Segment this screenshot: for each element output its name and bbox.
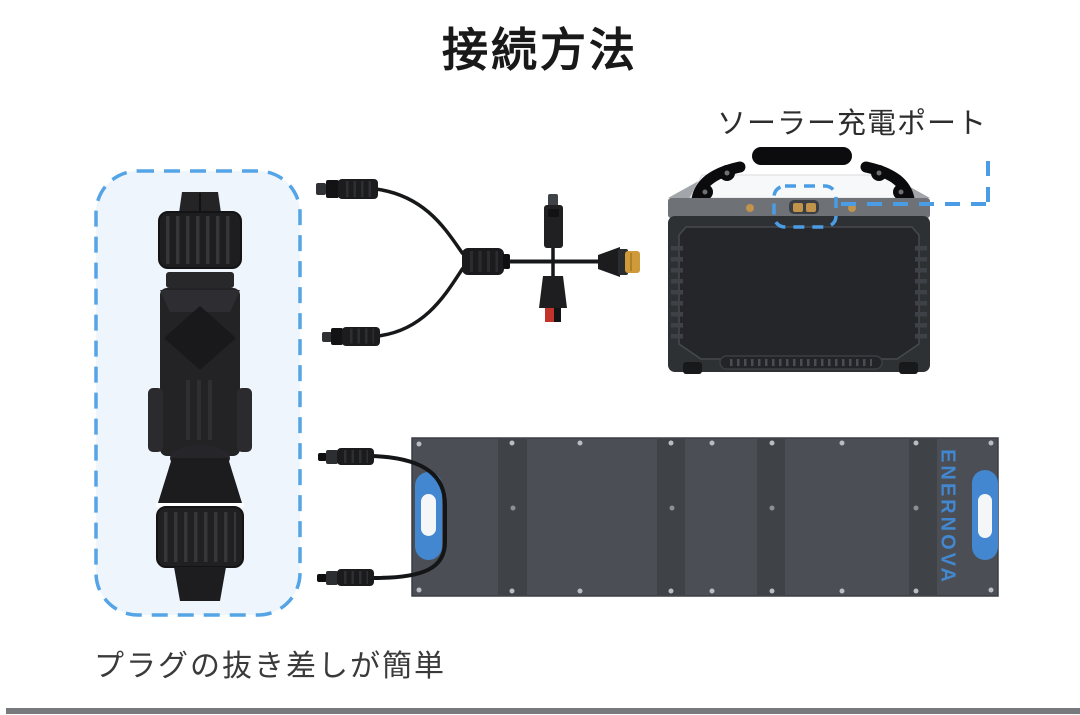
panel-pigtail-cables xyxy=(317,448,447,586)
input-dot-left xyxy=(746,204,754,212)
panel-fold xyxy=(909,438,937,596)
panel-fold xyxy=(757,438,785,596)
mc4-connector-pair-icon xyxy=(148,192,252,601)
station-foot-right xyxy=(899,362,918,374)
panel-fold xyxy=(498,438,527,596)
panel-brand-text: ENERNOVA xyxy=(937,449,959,585)
station-foot-left xyxy=(683,362,702,374)
plug-caption: プラグの抜き差しが簡単 xyxy=(94,650,446,683)
adapter-cross-cable-icon xyxy=(509,194,640,322)
solar-y-branch-cable-icon xyxy=(316,179,510,346)
station-front-panel xyxy=(678,226,920,360)
page-title: 接続方法 xyxy=(442,24,638,76)
panel-snap-dots xyxy=(416,440,994,594)
portable-power-station-icon xyxy=(668,147,930,374)
solar-port-label: ソーラー充電ポート xyxy=(716,108,987,140)
carry-handle xyxy=(752,147,852,165)
solar-port-dashed-box xyxy=(772,184,838,229)
footer-divider xyxy=(6,708,1080,714)
panel-fold xyxy=(657,438,685,596)
folding-solar-panel-icon: ENERNOVA xyxy=(411,437,999,597)
panel-center-dots xyxy=(510,505,919,511)
solar-port-callout xyxy=(772,150,990,229)
